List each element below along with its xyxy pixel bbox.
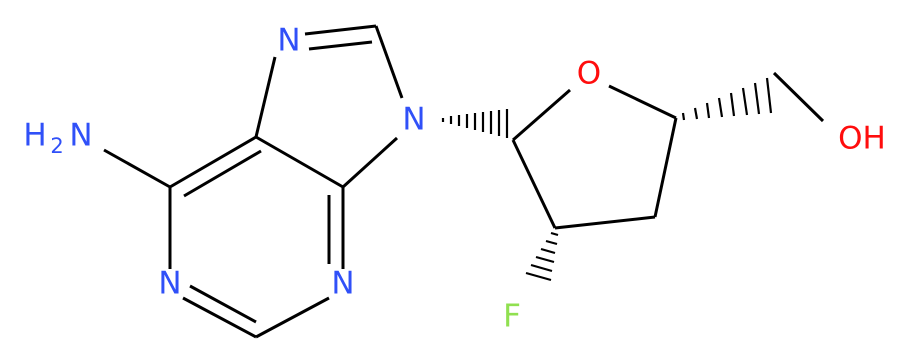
bond-c6-nh2 — [103, 148, 171, 189]
atom-oh: OH — [838, 121, 886, 157]
hashed-wedges — [441, 77, 773, 282]
nh2-n: N — [69, 118, 92, 154]
atom-n3: N — [331, 266, 354, 302]
bond-c5p-ch2 — [772, 71, 825, 123]
bond-n9-c4 — [341, 136, 399, 189]
hash-c4-ch2 — [681, 77, 773, 121]
atom-n9: N — [402, 102, 425, 138]
bond-n7-c8-inner — [308, 40, 373, 51]
bond-c8-n9 — [374, 25, 404, 99]
bond-n7-c8 — [304, 24, 377, 36]
bond-c1-c2 — [511, 139, 557, 229]
bond-c3-c4 — [653, 117, 678, 218]
bond-c5-n7 — [254, 56, 277, 138]
atom-labels: N N N N O F OH H 2 N — [23, 23, 886, 335]
bond-n3-c2 — [255, 296, 330, 339]
bond-c5-c4 — [255, 135, 344, 189]
bonds — [103, 24, 825, 339]
bond-c2-n1 — [182, 296, 257, 339]
bond-c4-o — [608, 84, 677, 120]
bond-c2-c3 — [554, 215, 656, 230]
bond-c2-n1-inner — [189, 284, 257, 324]
nh2-h: H — [23, 118, 46, 154]
atom-n1: N — [158, 266, 181, 302]
hash-n9-c1 — [441, 109, 509, 138]
bond-c6-c5 — [169, 135, 257, 189]
atom-n7: N — [277, 23, 300, 59]
hash-c2-f — [525, 231, 559, 282]
bond-o-c1 — [512, 88, 571, 142]
atom-o-ring: O — [577, 56, 601, 92]
atom-f: F — [503, 299, 521, 335]
bond-c6-c5-inner — [183, 149, 262, 198]
nh2-subscript: 2 — [50, 134, 63, 158]
atom-nh2: H 2 N — [23, 118, 92, 159]
